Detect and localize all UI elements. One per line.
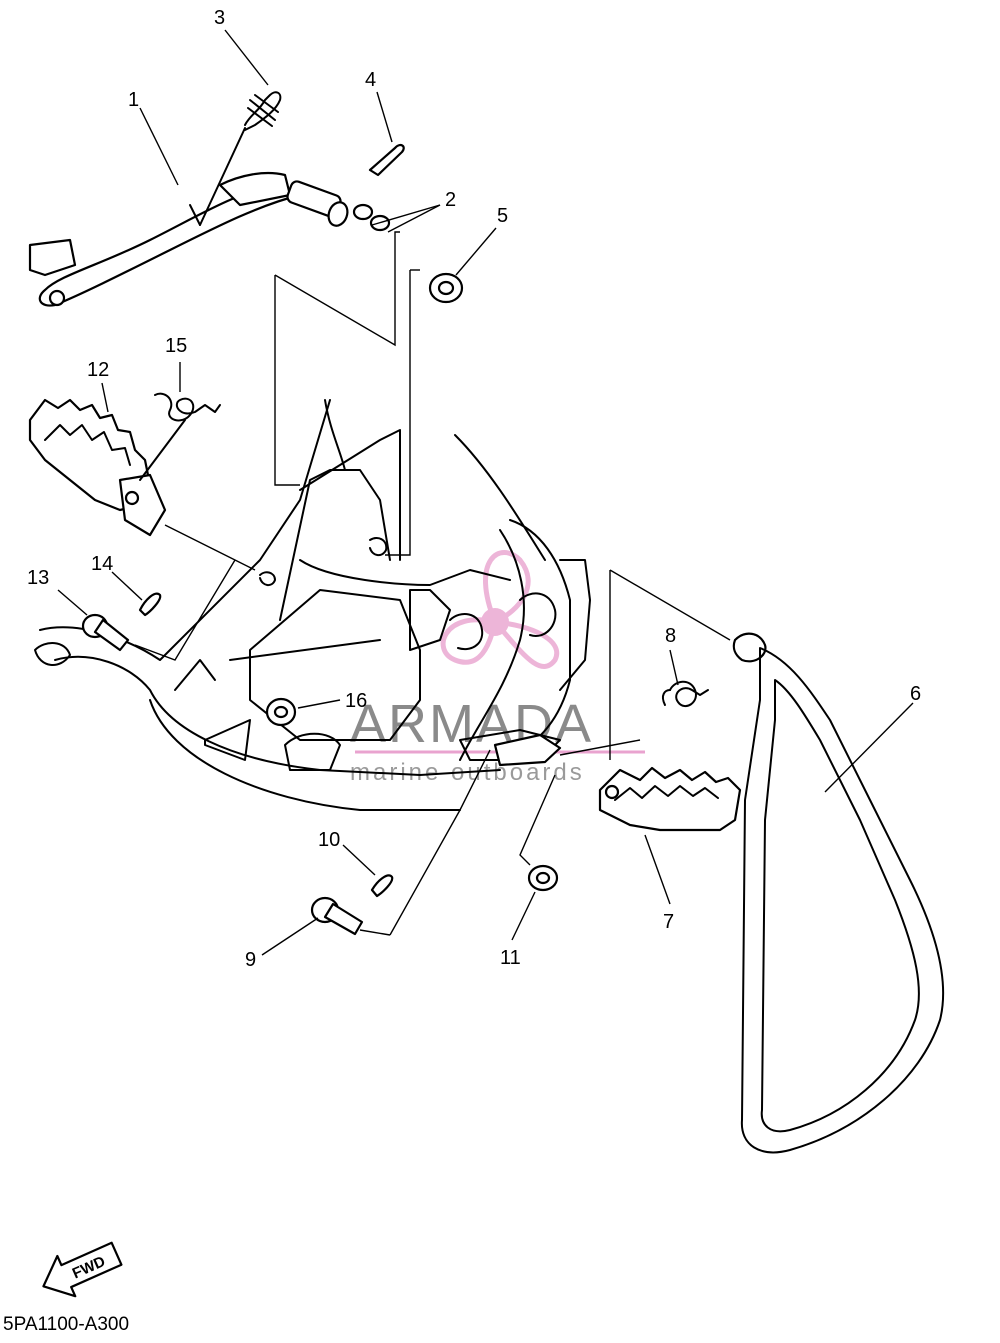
callout-6: 6 [910, 683, 921, 705]
callout-11: 11 [500, 947, 521, 969]
callout-3: 3 [214, 7, 225, 29]
callout-2: 2 [445, 189, 456, 211]
fwd-arrow-icon: FWD [42, 1241, 123, 1298]
callout-15: 15 [165, 335, 187, 357]
pin-9 [310, 896, 364, 936]
callout-5: 5 [497, 205, 508, 227]
callout-13: 13 [27, 567, 49, 589]
return-spring-3 [199, 91, 282, 226]
callout-4: 4 [365, 69, 376, 91]
pin-13 [81, 613, 130, 652]
callout-7: 7 [663, 911, 674, 933]
assembly-lines [134, 231, 731, 936]
spring-15 [139, 392, 221, 481]
watermark-propeller-icon [440, 550, 560, 669]
callout-12: 12 [87, 359, 109, 381]
side-stand-6 [732, 632, 945, 1154]
cotter-pin-14 [138, 592, 162, 617]
callout-10: 10 [318, 829, 340, 851]
spring-8 [661, 680, 709, 708]
collar-16 [265, 697, 297, 727]
leader-lines [57, 29, 914, 956]
callout-8: 8 [665, 625, 676, 647]
frame-outline [34, 399, 591, 811]
cotter-pin-4 [368, 143, 405, 177]
callout-9: 9 [245, 949, 256, 971]
brake-pedal-1 [28, 171, 349, 307]
callout-1: 1 [128, 89, 139, 111]
o-rings-2 [352, 203, 391, 232]
washer-11 [527, 864, 559, 892]
callout-14: 14 [91, 553, 113, 575]
footrest-12 [28, 398, 167, 537]
footrest-7 [598, 766, 742, 832]
washer-5 [428, 272, 464, 304]
diagram-code: 5PA1100-A300 [3, 1314, 129, 1335]
cotter-pin-10 [370, 874, 394, 898]
footrest-bracket [493, 733, 562, 767]
callout-16: 16 [345, 690, 367, 712]
